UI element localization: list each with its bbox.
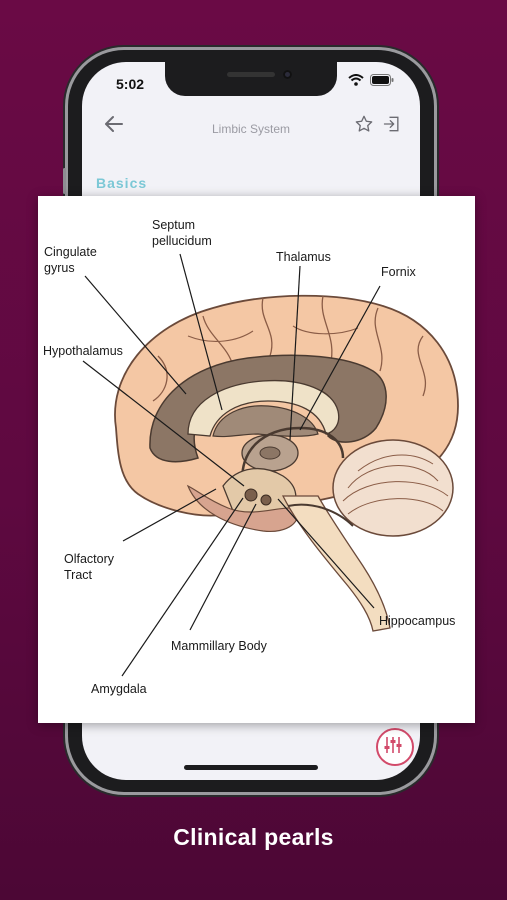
label-thalamus: Thalamus <box>276 250 331 264</box>
label-septum-pellucidum: Septum pellucidum <box>152 218 212 248</box>
arrow-left-icon[interactable] <box>102 112 126 136</box>
label-amygdala: Amygdala <box>91 682 147 696</box>
label-hippocampus: Hippocampus <box>379 614 456 628</box>
brain-illustration <box>82 253 459 677</box>
label-olfactory-tract: Olfactory Tract <box>64 552 115 582</box>
mute-switch <box>63 168 66 194</box>
status-time: 5:02 <box>116 76 145 92</box>
battery-icon <box>370 74 394 86</box>
notch <box>165 62 337 96</box>
nav-title: Limbic System <box>211 122 291 136</box>
front-camera <box>283 70 292 79</box>
navigation-bar: Limbic System <box>82 106 420 146</box>
label-cingulate-gyrus: Cingulate gyrus <box>44 245 97 275</box>
label-hypothalamus: Hypothalamus <box>43 344 123 358</box>
star-icon[interactable] <box>354 114 374 134</box>
exit-icon[interactable] <box>382 114 402 134</box>
label-fornix: Fornix <box>381 265 416 279</box>
status-icons <box>348 74 394 86</box>
home-indicator <box>184 765 318 770</box>
caption: Clinical pearls <box>173 824 334 850</box>
label-mammillary-body: Mammillary Body <box>171 639 267 653</box>
equalizer-icon <box>384 737 402 753</box>
wifi-icon <box>348 74 364 86</box>
speaker <box>227 72 275 77</box>
settings-fab[interactable] <box>376 728 414 766</box>
section-label-basics[interactable]: Basics <box>96 175 148 191</box>
diagram-card: Septum pellucidum Cingulate gyrus Thalam… <box>38 196 475 723</box>
